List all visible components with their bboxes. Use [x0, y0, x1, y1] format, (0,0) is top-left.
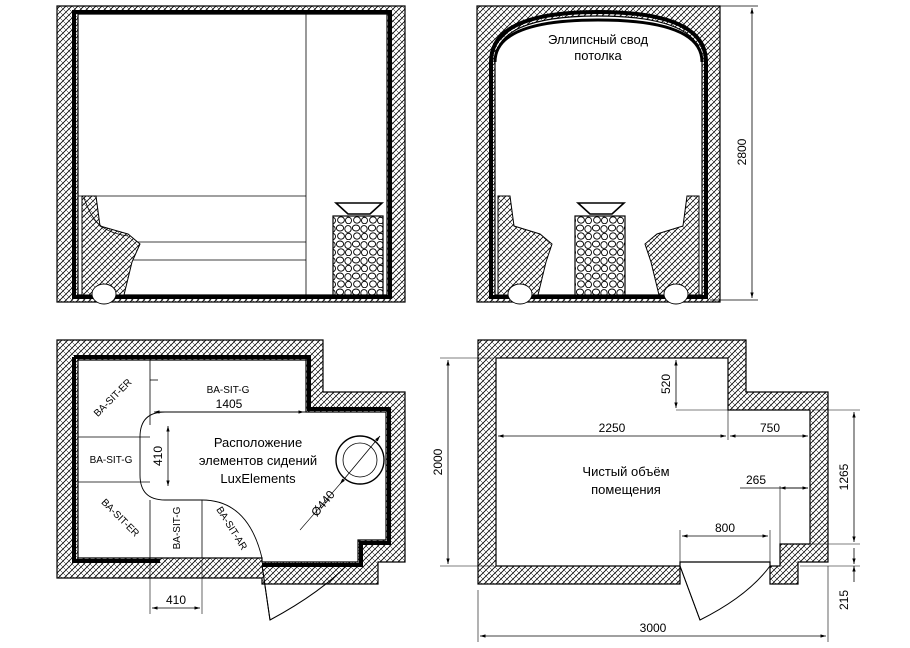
- dimension-265: 265: [746, 473, 766, 487]
- layout-label-line3: LuxElements: [220, 471, 296, 486]
- dimension-2800: 2800: [735, 138, 749, 165]
- dimension-410-vertical: 410: [151, 446, 165, 466]
- layout-label-line1: Расположение: [214, 435, 302, 450]
- dimension-800: 800: [715, 521, 735, 535]
- dimension-520: 520: [659, 374, 673, 394]
- plan-view-seats: [56, 339, 406, 621]
- seat-label-g-top: BA-SIT-G: [207, 385, 250, 396]
- seat-label-er-top: BA-SIT-ER: [92, 377, 134, 419]
- dimension-2000: 2000: [431, 448, 445, 475]
- seat-label-er-bottom: BA-SIT-ER: [99, 497, 141, 539]
- dimension-2250: 2250: [599, 421, 626, 435]
- volume-label-line2: помещения: [591, 482, 661, 497]
- vault-label-line1: Эллипсный свод: [548, 32, 648, 47]
- dimension-3000: 3000: [640, 621, 667, 635]
- vault-label-line2: потолка: [574, 48, 622, 63]
- dimension-diameter-440: Ø440: [308, 487, 338, 519]
- dimension-215: 215: [837, 590, 851, 610]
- seat-label-g-bottom: BA-SIT-G: [172, 506, 183, 549]
- elevation-view-right: [476, 5, 758, 305]
- dimension-1265: 1265: [837, 463, 851, 490]
- plan-view-volume: [440, 339, 860, 642]
- dimension-410-horizontal: 410: [166, 593, 186, 607]
- layout-label-line2: элементов сидений: [199, 453, 317, 468]
- dimension-750: 750: [760, 421, 780, 435]
- elevation-view-left: [56, 5, 406, 305]
- dimension-1405: 1405: [216, 397, 243, 411]
- seat-label-ar: BA-SIT-AR: [213, 505, 248, 552]
- volume-label-line1: Чистый объём: [582, 464, 669, 479]
- seat-label-g-left: BA-SIT-G: [90, 455, 133, 466]
